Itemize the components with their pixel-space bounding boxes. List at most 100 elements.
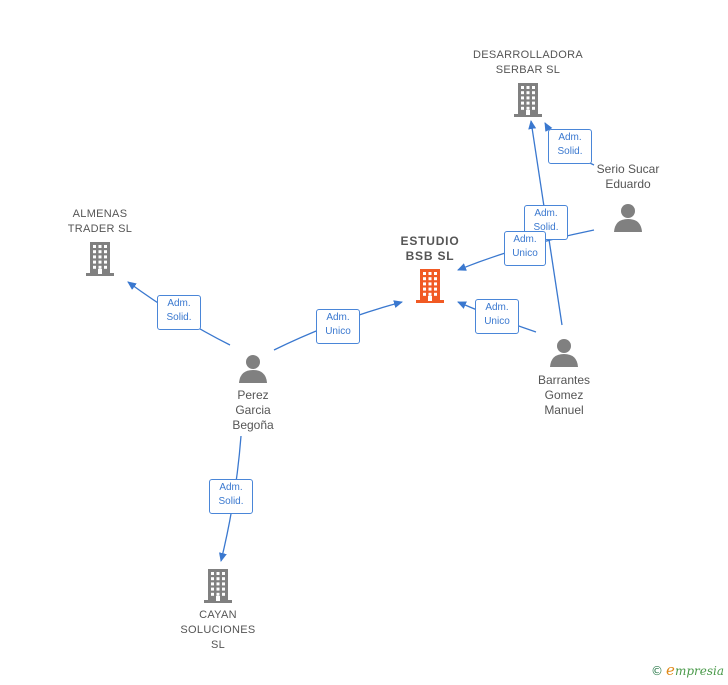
company-node-cayan[interactable]: CAYAN SOLUCIONES SL — [168, 568, 268, 653]
building-window — [434, 287, 437, 291]
building-window — [428, 282, 432, 286]
building-window — [526, 106, 530, 110]
edge-label-perez-almenas[interactable]: Adm. Solid. — [157, 295, 201, 330]
building-icon — [416, 269, 444, 303]
building-window — [222, 572, 225, 575]
person-label-line: Garcia — [235, 403, 271, 417]
company-node-desarrolladora[interactable]: DESARROLLADORA SERBAR SL — [462, 48, 594, 118]
building-base — [86, 273, 114, 276]
building-window — [211, 592, 214, 596]
person-node-perez[interactable]: Perez Garcia Begoña — [208, 353, 298, 433]
building-window — [211, 582, 214, 586]
building-window — [93, 245, 96, 248]
company-node-estudio[interactable]: ESTUDIO BSB SL — [380, 234, 480, 304]
person-icon — [239, 355, 267, 383]
edge-label-serio-desarrolladora[interactable]: Adm. Solid. — [548, 129, 592, 164]
building-window — [532, 91, 535, 95]
person-node-serio[interactable]: Serio Sucar Eduardo — [582, 162, 674, 232]
company-label-line: SERBAR SL — [495, 64, 561, 76]
edge-label-serio-estudio[interactable]: Adm. Unico — [504, 231, 546, 266]
building-window — [428, 287, 432, 291]
building-window — [222, 587, 225, 591]
building-window — [222, 577, 225, 581]
building-window — [521, 101, 524, 105]
company-label-line: SL — [210, 639, 226, 651]
edge-label-line: Unico — [512, 248, 538, 259]
building-window — [216, 592, 220, 596]
company-node-almenas[interactable]: ALMENAS TRADER SL — [50, 207, 150, 277]
company-label-line: CAYAN — [199, 609, 237, 621]
building-icon — [204, 569, 232, 603]
brand-logo: ©empresia — [651, 661, 724, 679]
building-door — [526, 110, 530, 115]
brand-name: mpresia — [674, 664, 724, 678]
edge-label-line: Adm. — [167, 298, 191, 309]
company-label: ALMENAS TRADER SL — [50, 207, 150, 237]
person-label: Serio Sucar Eduardo — [582, 162, 674, 192]
building-window — [526, 96, 530, 100]
brand-initial: e — [666, 661, 675, 679]
person-icon — [614, 204, 642, 232]
company-label-line: ALMENAS — [72, 208, 128, 220]
building-window — [222, 582, 225, 586]
building-window — [526, 101, 530, 105]
edge-label-barrantes-estudio[interactable]: Adm. Unico — [475, 299, 519, 334]
building-window — [93, 250, 96, 254]
building-window — [428, 277, 432, 281]
person-label: Perez Garcia Begoña — [208, 388, 298, 433]
edge-label-perez-cayan[interactable]: Adm. Solid. — [209, 479, 253, 514]
building-window — [428, 292, 432, 296]
company-label: ESTUDIO BSB SL — [380, 234, 480, 264]
copyright-icon: © — [651, 664, 664, 678]
person-node-barrantes[interactable]: Barrantes Gomez Manuel — [520, 337, 608, 418]
edge-label-line: Solid. — [557, 146, 583, 157]
edge-label-line: Solid. — [533, 222, 559, 233]
edge-label-line: Solid. — [166, 312, 192, 323]
building-window — [211, 587, 214, 591]
building-window — [434, 272, 437, 275]
building-door — [216, 596, 220, 601]
building-window — [521, 86, 524, 89]
edge-label-perez-estudio[interactable]: Adm. Unico — [316, 309, 360, 344]
building-window — [216, 572, 220, 575]
building-window — [521, 91, 524, 95]
building-window — [104, 265, 107, 269]
person-label-line: Begoña — [232, 418, 274, 432]
building-window — [98, 255, 102, 259]
building-window — [532, 106, 535, 110]
person-label-line: Barrantes — [537, 373, 591, 387]
edge-label-line: Adm. — [513, 234, 537, 245]
person-icon — [550, 339, 578, 367]
building-window — [98, 260, 102, 264]
building-window — [211, 577, 214, 581]
building-window — [423, 272, 426, 275]
edge-label-line: Adm. — [558, 132, 582, 143]
building-window — [98, 250, 102, 254]
building-window — [211, 572, 214, 575]
building-window — [216, 577, 220, 581]
building-window — [428, 272, 432, 275]
person-label-line: Manuel — [544, 403, 584, 417]
building-window — [434, 277, 437, 281]
building-window — [93, 260, 96, 264]
building-door — [98, 269, 102, 274]
building-window — [423, 282, 426, 286]
building-window — [104, 250, 107, 254]
building-window — [434, 292, 437, 296]
company-label-line: ESTUDIO — [400, 234, 460, 248]
edge-label-line: Unico — [484, 316, 510, 327]
company-label: DESARROLLADORA SERBAR SL — [462, 48, 594, 78]
building-window — [222, 592, 225, 596]
edge-label-line: Adm. — [534, 208, 558, 219]
building-window — [93, 265, 96, 269]
company-label-line: TRADER SL — [67, 223, 133, 235]
edge-label-line: Adm. — [485, 302, 509, 313]
person-label-line: Perez — [237, 388, 269, 402]
building-window — [216, 587, 220, 591]
edge-label-line: Solid. — [218, 496, 244, 507]
building-window — [423, 277, 426, 281]
building-window — [104, 255, 107, 259]
building-base — [204, 600, 232, 603]
person-label-line: Gomez — [544, 388, 584, 402]
